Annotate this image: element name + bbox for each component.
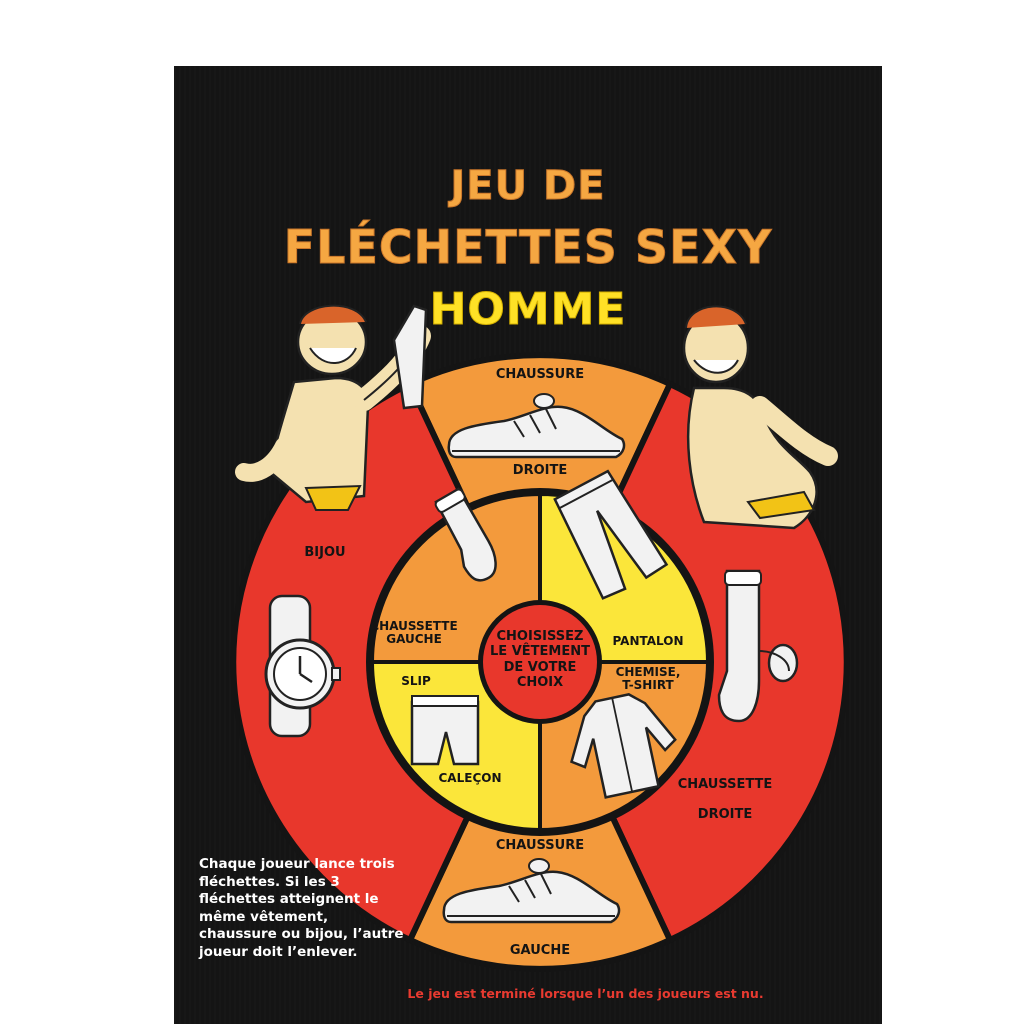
title-line-2: FLÉCHETTES SEXY [283,220,773,274]
label-chaussette-droite-bottom: DROITE [697,807,753,822]
label-chaussure-droite-bottom: DROITE [512,463,568,478]
center-label: CHOISISSEZ LE VÊTEMENT DE VOTRE CHOIX [490,629,590,690]
label-chaussure-gauche-bottom: GAUCHE [509,943,571,958]
rules-text: Chaque joueur lance trois fléchettes. Si… [199,856,404,960]
label-chaussette-gauche: CHAUSSETTE GAUCHE [370,619,458,647]
label-chaussure-droite-top: CHAUSSURE [495,367,585,382]
bullseye [483,605,597,719]
label-chemise: CHEMISE, T-SHIRT [615,665,681,693]
sock-icon [717,569,799,723]
footer-text: Le jeu est terminé lorsque l’un des joue… [407,986,764,1001]
title-line-1: JEU DE [450,163,606,209]
label-chaussure-gauche-top: CHAUSSURE [495,838,585,853]
shoe-icon [442,858,621,924]
label-slip: SLIP [401,674,431,688]
watch-icon [264,594,341,738]
cartoon-man-right [682,305,838,530]
shirt-icon [570,693,677,799]
dartboard-poster: JEU DE FLÉCHETTES SEXY HOMME [174,66,882,1024]
label-bijou: BIJOU [304,545,346,560]
label-pantalon: PANTALON [612,634,684,648]
boxers-icon [410,695,480,766]
dartboard [230,304,850,972]
sock-icon [434,487,497,582]
cartoon-man-left [235,304,431,511]
title-line-3: HOMME [429,284,627,335]
label-chaussette-droite-top: CHAUSSETTE [677,777,773,792]
pants-icon [553,469,669,600]
shoe-icon [447,393,626,459]
label-calecon: CALEÇON [438,771,502,785]
